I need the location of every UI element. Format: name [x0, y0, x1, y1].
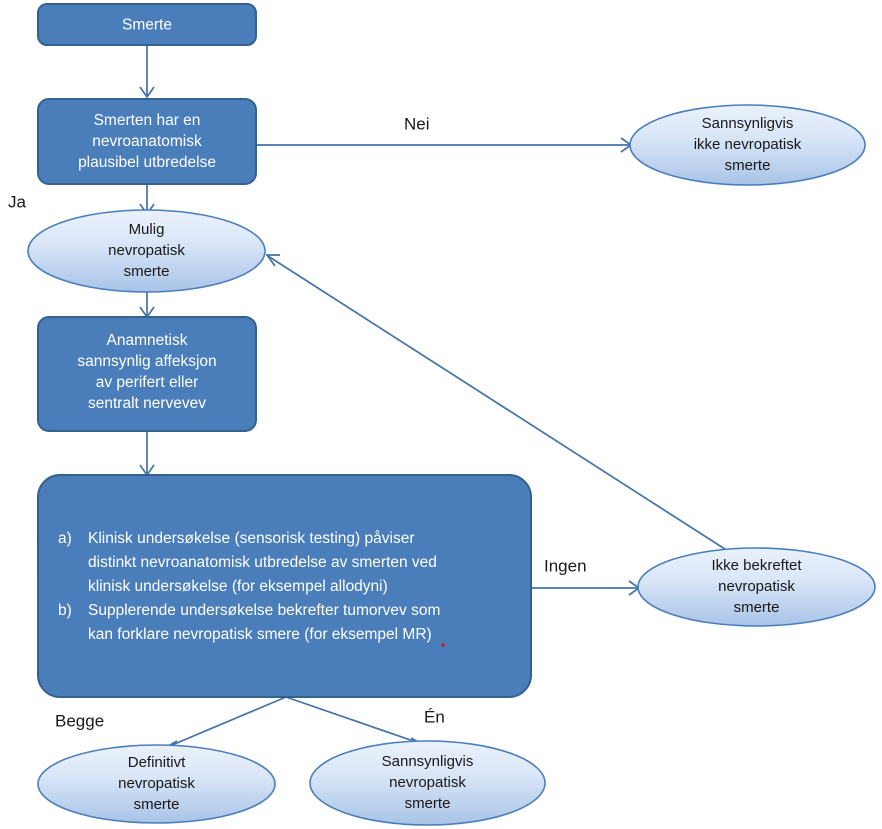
node-sannsynligvis-line-2: smerte	[405, 795, 451, 812]
node-plausibel-line-2: plausibel utbredelse	[78, 154, 216, 171]
connector-undersokelse-to-ikke-bekreftet	[531, 580, 641, 596]
node-definitivt-nevropatisk-smerte[interactable]: Definitivt nevropatisk smerte	[37, 744, 276, 824]
node-smerte-line-0: Smerte	[122, 17, 172, 34]
connector-start-to-plausibel	[139, 45, 155, 99]
edge-label-ja: Ja	[8, 192, 27, 211]
node-smerte[interactable]: Smerte	[37, 3, 257, 46]
node-undersokelse-item-b-line-1: kan forklare nevropatisk smere (for ekse…	[88, 626, 432, 643]
node-anamnetisk-line-3: sentralt nervevev	[88, 395, 206, 412]
node-mulig-line-2: smerte	[124, 263, 170, 280]
node-undersokelse-item-b-marker: b)	[58, 602, 72, 619]
node-sannsynligvis-ikke-line-1: ikke nevropatisk	[694, 136, 802, 153]
node-plausibel-line-1: nevroanatomisk	[92, 133, 202, 150]
node-sannsynligvis-ikke-nevropatisk-smerte[interactable]: Sannsynligvis ikke nevropatisk smerte	[629, 104, 866, 186]
connector-anamnetisk-to-undersokelse	[139, 431, 155, 477]
node-definitivt-line-2: smerte	[134, 796, 180, 813]
node-ikke-bekreftet-nevropatisk-smerte[interactable]: Ikke bekreftet nevropatisk smerte	[637, 547, 876, 627]
edge-label-en: Én	[424, 707, 445, 726]
node-sannsynligvis-ikke-line-0: Sannsynligvis	[702, 115, 794, 132]
node-ikke-bekreftet-line-2: smerte	[734, 599, 780, 616]
node-anamnetisk-affeksjon[interactable]: Anamnetisk sannsynlig affeksjon av perif…	[37, 316, 257, 432]
node-anamnetisk-line-1: sannsynlig affeksjon	[77, 353, 216, 370]
node-sannsynligvis-line-1: nevropatisk	[389, 774, 466, 791]
node-undersokelse-item-b-line-0: Supplerende undersøkelse bekrefter tumor…	[88, 602, 440, 619]
node-sannsynligvis-nevropatisk-smerte[interactable]: Sannsynligvis nevropatisk smerte	[309, 740, 546, 826]
node-ikke-bekreftet-line-1: nevropatisk	[718, 578, 795, 595]
node-definitivt-line-0: Definitivt	[128, 754, 186, 771]
connector-mulig-to-anamnetisk	[139, 292, 155, 319]
node-undersokelse-item-a-line-0: Klinisk undersøkelse (sensorisk testing)…	[88, 530, 414, 547]
node-plausibel-utbredelse[interactable]: Smerten har en nevroanatomisk plausibel …	[37, 98, 257, 185]
edge-label-ingen: Ingen	[544, 556, 587, 575]
node-sannsynligvis-ikke-line-2: smerte	[725, 157, 771, 174]
connector-plausibel-to-sannsynligvis-ikke	[256, 137, 633, 153]
spellcheck-mark-icon	[441, 643, 445, 647]
node-ikke-bekreftet-line-0: Ikke bekreftet	[711, 557, 802, 574]
node-mulig-line-0: Mulig	[129, 221, 165, 238]
node-undersokelse-item-a-line-2: klinisk undersøkelse (for eksempel allod…	[88, 578, 388, 595]
node-mulig-nevropatisk-smerte[interactable]: Mulig nevropatisk smerte	[27, 209, 266, 293]
connector-ikke-bekreftet-to-mulig	[265, 254, 729, 552]
edge-label-nei: Nei	[404, 114, 430, 133]
node-anamnetisk-line-2: av perifert eller	[96, 374, 199, 391]
node-undersokelse-item-a-marker: a)	[58, 530, 72, 547]
node-undersokelse-kriterier[interactable]: a) Klinisk undersøkelse (sensorisk testi…	[37, 474, 532, 698]
edge-label-begge: Begge	[55, 711, 104, 730]
node-anamnetisk-line-0: Anamnetisk	[107, 332, 188, 349]
node-undersokelse-item-a-line-1: distinkt nevroanatomisk utbredelse av sm…	[88, 554, 437, 571]
node-mulig-line-1: nevropatisk	[108, 242, 185, 259]
node-definitivt-line-1: nevropatisk	[118, 775, 195, 792]
node-sannsynligvis-line-0: Sannsynligvis	[382, 753, 474, 770]
node-plausibel-line-0: Smerten har en	[94, 112, 201, 129]
